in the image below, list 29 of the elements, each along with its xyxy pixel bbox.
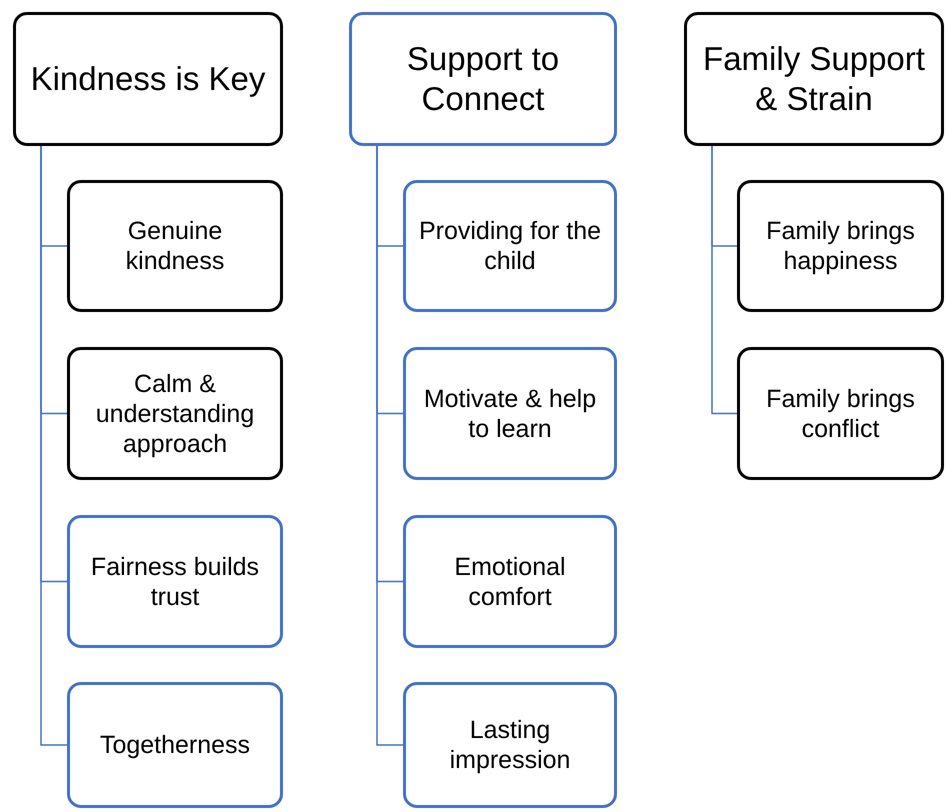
theme-box [403, 180, 617, 312]
theme-text: Genuine kindness [124, 216, 226, 276]
theme-box [67, 180, 283, 312]
heading-text: Family Support & Strain [702, 39, 926, 119]
theme-text: Calm & understanding approach [94, 368, 256, 458]
connector-line [40, 146, 67, 746]
heading-text: Kindness is Key [30, 59, 266, 99]
theme-text: Emotional comfort [453, 552, 567, 612]
theme-box [67, 682, 283, 808]
theme-box [403, 347, 617, 480]
theme-text: Motivate & help to learn [422, 384, 598, 444]
theme-box [403, 682, 617, 808]
theme-text: Togetherness [100, 730, 250, 760]
theme-text: Fairness builds trust [90, 552, 260, 612]
connector-line [711, 146, 737, 414]
connector-line [376, 146, 403, 746]
theme-text: Family brings happiness [765, 216, 916, 276]
heading-box [13, 12, 283, 146]
theme-box [737, 180, 944, 312]
theme-text: Family brings conflict [765, 384, 916, 444]
theme-text: Lasting impression [448, 715, 572, 775]
theme-text: Providing for the child [418, 216, 602, 276]
theme-box [67, 515, 283, 648]
theme-box [737, 347, 944, 480]
heading-box [349, 12, 617, 146]
theme-box [403, 515, 617, 648]
heading-text: Support to Connect [406, 39, 560, 119]
theme-box [67, 347, 283, 480]
heading-box [684, 12, 944, 146]
